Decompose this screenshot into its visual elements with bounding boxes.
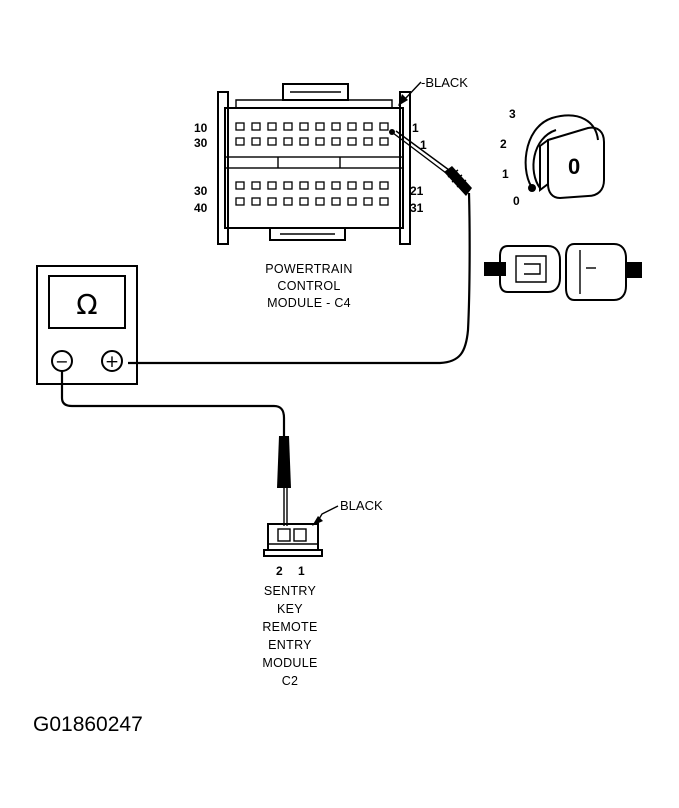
skrem-connector <box>263 523 323 557</box>
pcm-cavity <box>267 122 277 131</box>
pcm-cavity <box>363 197 373 206</box>
pcm-cavity <box>347 137 357 146</box>
pcm-cavity <box>363 122 373 131</box>
negative-test-lead <box>60 371 286 438</box>
pcm-cavity <box>283 181 293 190</box>
positive-test-lead <box>128 192 471 365</box>
ohmmeter: Ω − + <box>36 265 138 385</box>
pcm-cavity <box>299 197 309 206</box>
skrem-label-line-4: ENTRY <box>268 638 312 652</box>
pcm-cavity <box>379 197 389 206</box>
pcm-cavity <box>315 181 325 190</box>
skrem-wire-color-callout: BLACK <box>312 498 383 526</box>
pcm-cavity <box>331 197 341 206</box>
pcm-cavity <box>379 181 389 190</box>
pcm-wire-color-callout: -BLACK <box>398 75 468 106</box>
skrem-label-line-2: KEY <box>277 602 303 616</box>
skrem-label-line-3: REMOTE <box>262 620 317 634</box>
pcm-cavity <box>235 122 245 131</box>
pcm-cavity <box>283 122 293 131</box>
pcm-pin-40: 40 <box>194 201 208 215</box>
pcm-cavity-grid <box>235 122 389 206</box>
ignition-position-2: 2 <box>500 137 507 151</box>
ignition-key-glyph: 0 <box>568 154 580 179</box>
ohm-display-symbol: Ω <box>76 288 97 321</box>
pcm-cavity <box>331 137 341 146</box>
pcm-cavity <box>315 122 325 131</box>
pcm-pin-30-top: 30 <box>194 136 208 150</box>
negative-jack-symbol: − <box>55 352 68 371</box>
pcm-cavity <box>347 122 357 131</box>
pcm-cavity <box>347 181 357 190</box>
figure-id: G01860247 <box>33 713 143 736</box>
pcm-connector <box>217 83 411 245</box>
pcm-cavity <box>315 137 325 146</box>
pcm-pin-1-row2: 1 <box>420 138 427 152</box>
pcm-label-line-1: POWERTRAIN <box>265 262 353 276</box>
positive-test-probe <box>128 130 472 365</box>
skrem-label-line-6: C2 <box>282 674 299 688</box>
pcm-cavity <box>331 181 341 190</box>
pcm-cavity <box>299 137 309 146</box>
skrem-label-line-1: SENTRY <box>264 584 317 598</box>
pcm-cavity <box>347 197 357 206</box>
skrem-label-line-5: MODULE <box>262 656 317 670</box>
ignition-position-3: 3 <box>509 107 516 121</box>
pcm-cavity <box>251 197 261 206</box>
pcm-cavity <box>283 137 293 146</box>
skrem-pin-2: 2 <box>276 564 283 578</box>
pcm-cavity <box>331 122 341 131</box>
pcm-wire-color-label: -BLACK <box>421 75 468 90</box>
negative-test-probe <box>60 371 291 526</box>
pcm-cavity <box>283 197 293 206</box>
ignition-switch: 0 3 2 1 0 <box>500 107 605 208</box>
pcm-cavity <box>267 181 277 190</box>
pcm-cavity <box>299 122 309 131</box>
pcm-cavity <box>363 181 373 190</box>
positive-jack-symbol: + <box>105 352 119 372</box>
pcm-cavity <box>315 197 325 206</box>
skrem-pin-1: 1 <box>298 564 305 578</box>
pcm-cavity <box>251 137 261 146</box>
pcm-cavity <box>267 197 277 206</box>
disconnected-connector-pair <box>484 243 642 301</box>
pcm-cavity <box>251 122 261 131</box>
pcm-label-line-3: MODULE - C4 <box>267 296 351 310</box>
skrem-wire-color-label: BLACK <box>340 498 383 513</box>
pcm-cavity <box>299 181 309 190</box>
ignition-position-1: 1 <box>502 167 509 181</box>
pcm-pin-31: 31 <box>410 201 424 215</box>
pcm-cavity <box>251 181 261 190</box>
pcm-cavity <box>363 137 373 146</box>
ignition-position-marker <box>528 184 536 192</box>
pcm-pin-21: 21 <box>410 184 424 198</box>
ignition-position-0: 0 <box>513 194 520 208</box>
positive-jack[interactable] <box>101 350 123 372</box>
pcm-cavity <box>235 181 245 190</box>
pcm-pin-30-bottom: 30 <box>194 184 208 198</box>
pcm-cavity <box>267 137 277 146</box>
pcm-cavity <box>235 137 245 146</box>
pcm-pin-1: 1 <box>412 121 419 135</box>
pcm-cavity <box>379 137 389 146</box>
pcm-cavity <box>379 122 389 131</box>
pcm-label-line-2: CONTROL <box>277 279 340 293</box>
pcm-pin-10: 10 <box>194 121 208 135</box>
pcm-cavity <box>235 197 245 206</box>
